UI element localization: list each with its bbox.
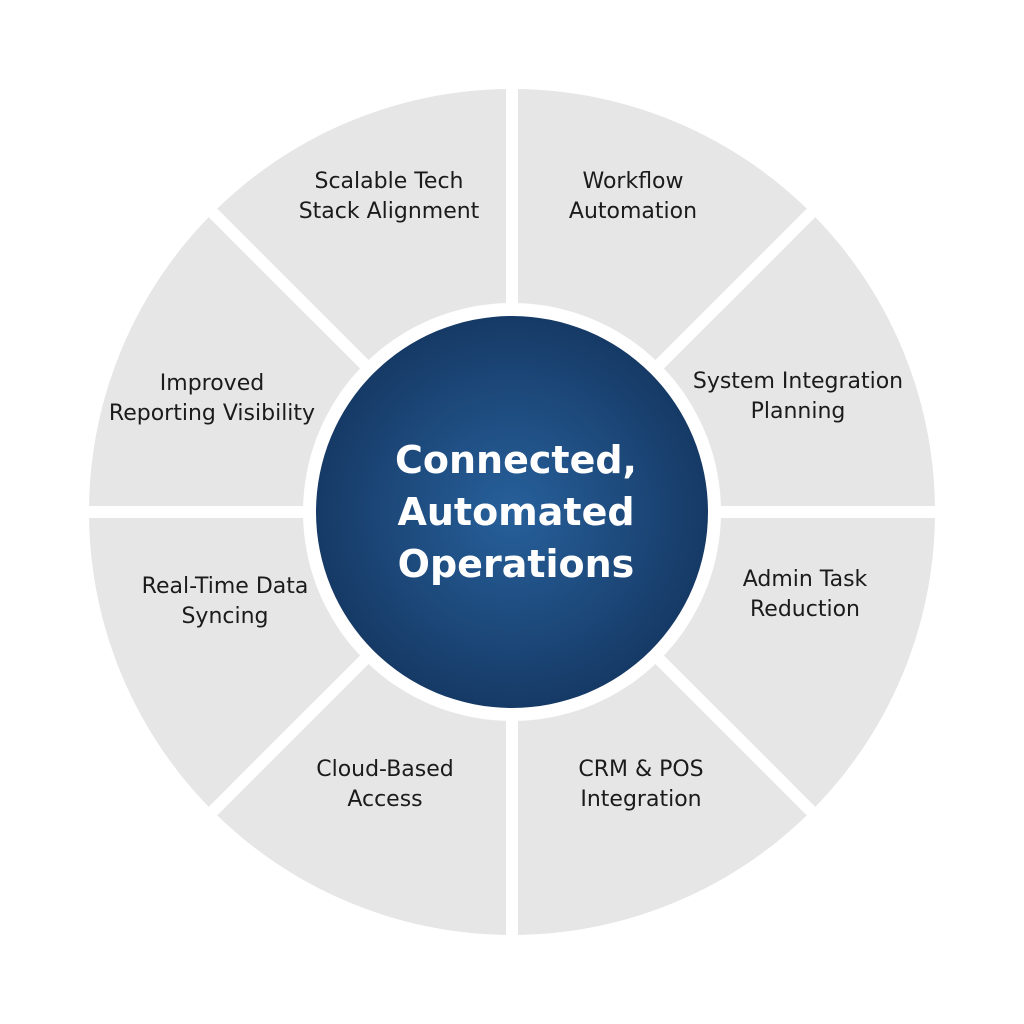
segment-label-line: Planning bbox=[751, 399, 846, 424]
segment-6 bbox=[89, 518, 363, 807]
segment-label-line: Reduction bbox=[750, 597, 860, 622]
segment-8 bbox=[217, 89, 507, 363]
segment-label-line: Integration bbox=[580, 787, 701, 812]
segment-label-line: Improved bbox=[160, 371, 264, 396]
segment-label-line: Cloud-Based bbox=[316, 757, 454, 782]
center-title-line: Connected, bbox=[395, 438, 637, 482]
segment-5 bbox=[217, 661, 507, 935]
segment-label-4: CRM & POS Integration bbox=[578, 757, 703, 812]
segment-label-line: Real-Time Data bbox=[142, 574, 309, 599]
center-title-line: Automated bbox=[397, 490, 634, 534]
segment-label-line: System Integration bbox=[693, 369, 903, 394]
center-title-line: Operations bbox=[398, 542, 635, 586]
segment-label-line: Access bbox=[347, 787, 422, 812]
segment-4 bbox=[518, 661, 807, 935]
segment-1 bbox=[518, 89, 807, 363]
segment-label-line: Admin Task bbox=[743, 567, 868, 592]
segment-2 bbox=[661, 217, 935, 507]
segment-label-line: CRM & POS bbox=[578, 757, 703, 782]
segment-label-line: Automation bbox=[569, 199, 697, 224]
segments-layer bbox=[89, 89, 935, 935]
segment-label-line: Reporting Visibility bbox=[109, 401, 315, 426]
segment-label-line: Syncing bbox=[181, 604, 268, 629]
segment-3 bbox=[661, 518, 935, 807]
segment-label-line: Scalable Tech bbox=[314, 169, 463, 194]
center-circle bbox=[316, 316, 708, 708]
segment-label-line: Stack Alignment bbox=[299, 199, 480, 224]
segment-label-line: Workflow bbox=[582, 169, 683, 194]
segment-7 bbox=[89, 217, 363, 507]
